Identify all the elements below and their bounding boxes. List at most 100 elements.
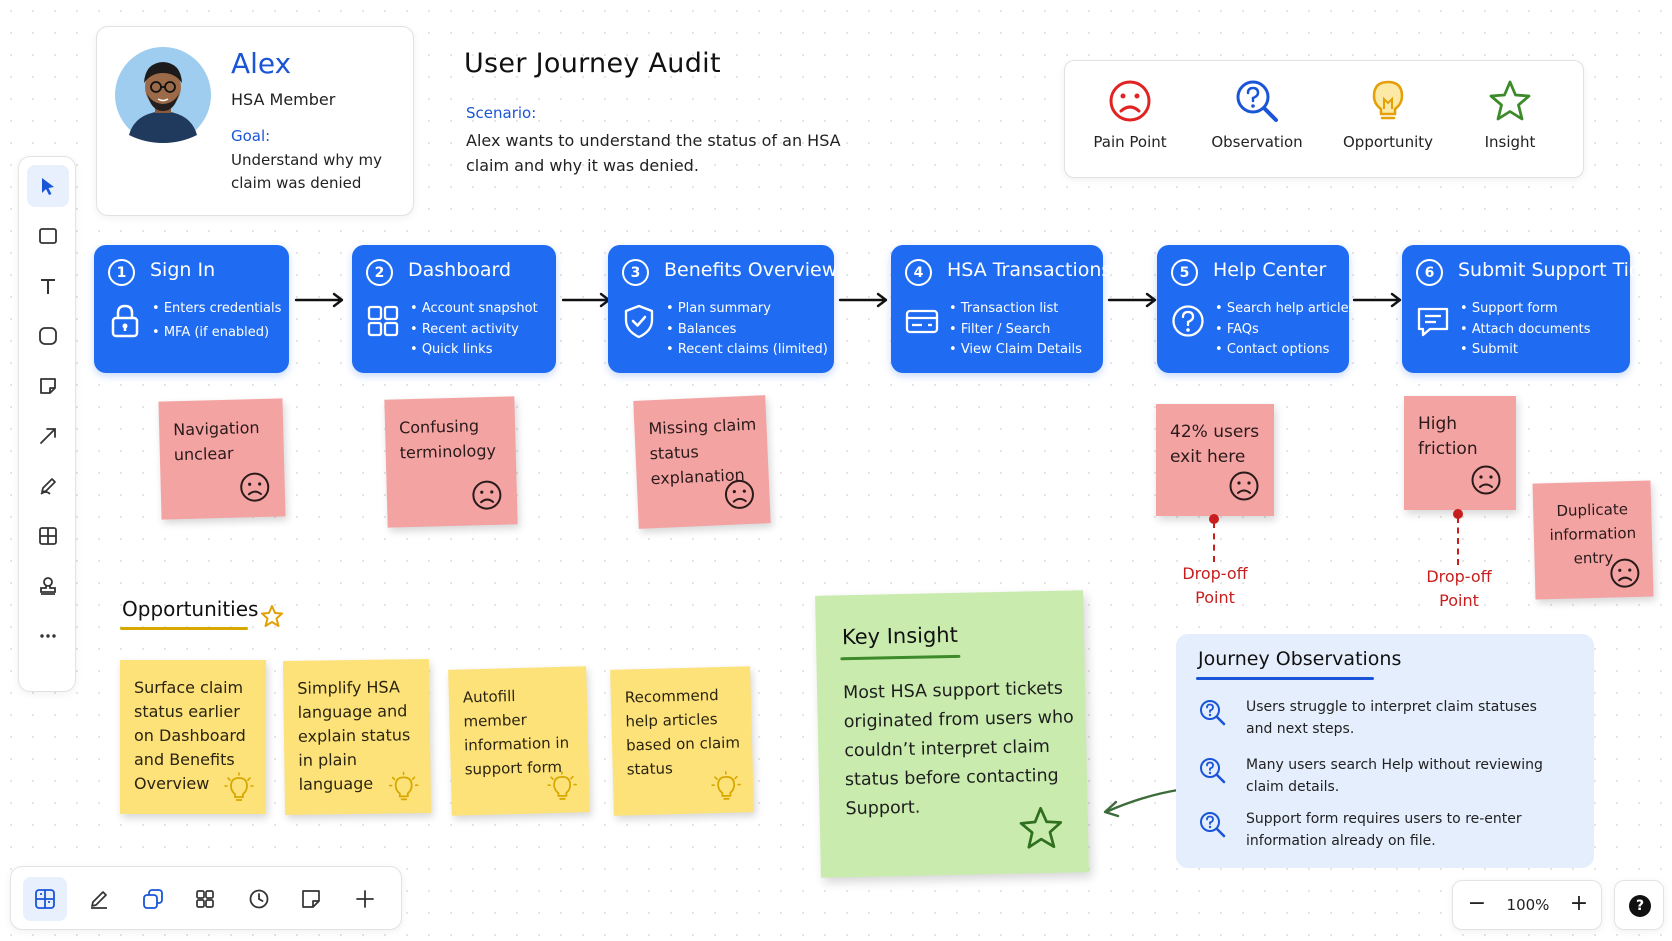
opportunity-text: Recommend help articles based on claim s… (624, 686, 741, 779)
arrow-tool[interactable] (27, 415, 69, 457)
shape-tool[interactable] (27, 315, 69, 357)
pain-point-note[interactable]: 42% users exit here (1156, 404, 1274, 516)
stamp-icon (40, 577, 56, 595)
step-bullet: Recent claims (limited) (666, 340, 828, 361)
sticky-note-tool[interactable] (27, 365, 69, 407)
observation-text: Many users search Help without reviewing… (1246, 757, 1543, 795)
key-insight-note[interactable]: Key Insight Most HSA support tickets ori… (815, 590, 1089, 878)
scenario-text: Alex wants to understand the status of a… (466, 131, 841, 175)
step-title: Benefits Overview (664, 259, 838, 281)
step-bullet: Balances (666, 320, 828, 341)
frames-tool[interactable] (23, 877, 67, 921)
step-submit-support-ticket[interactable]: 6 Submit Support Ticket Support form Att… (1402, 245, 1669, 373)
more-icon (40, 634, 56, 638)
dropoff-label: Drop-off Point (1182, 564, 1248, 607)
step-bullets: Transaction list Filter / Search View Cl… (949, 299, 1082, 361)
magnifier-question-icon (1200, 758, 1226, 784)
observation-text: Users struggle to interpret claim status… (1246, 699, 1537, 737)
zoom-control: − 100% + (1452, 880, 1602, 930)
rectangle-icon (39, 228, 57, 244)
sad-face-icon (1109, 80, 1151, 122)
help-button[interactable]: ? (1614, 880, 1664, 930)
note-icon (302, 890, 320, 908)
step-title: Help Center (1213, 259, 1327, 281)
step-title: Sign In (150, 259, 216, 281)
opportunity-note[interactable]: Simplify HSA language and explain status… (282, 658, 432, 816)
flow-arrow-icon (561, 292, 611, 308)
select-tool[interactable] (27, 165, 69, 207)
clock-icon (249, 889, 269, 909)
persona-goal: Understand why my claim was denied (231, 151, 382, 192)
zoom-level: 100% (1506, 896, 1550, 914)
add-tool[interactable] (343, 877, 387, 921)
opportunity-note[interactable]: Surface claim status earlier on Dashboar… (120, 660, 266, 814)
stamp-tool[interactable] (27, 565, 69, 607)
pain-point-note[interactable]: High friction (1404, 396, 1516, 510)
persona-name: Alex (231, 47, 292, 80)
step-bullets: Account snapshot Recent activity Quick l… (410, 299, 538, 361)
star-icon (261, 605, 283, 627)
pain-point-note[interactable]: Confusing terminology (384, 396, 518, 528)
step-bullet: Transaction list (949, 299, 1082, 320)
step-sign-in[interactable]: 1 Sign In Enters credentials MFA (if ena… (94, 245, 289, 373)
legend-label: Observation (1211, 133, 1303, 151)
step-number: 6 (1416, 259, 1443, 286)
step-bullet: MFA (if enabled) (152, 323, 281, 344)
pain-point-note[interactable]: Duplicate information entry (1532, 480, 1654, 600)
connector-arrow-icon (1103, 788, 1180, 818)
step-hsa-transactions[interactable]: 4 HSA Transactions Transaction list Filt… (891, 245, 1111, 373)
step-dashboard[interactable]: 2 Dashboard Account snapshot Recent acti… (352, 245, 556, 373)
step-benefits-overview[interactable]: 3 Benefits Overview Plan summary Balance… (608, 245, 838, 373)
apps-grid-icon (196, 890, 214, 908)
legend-item-insight: Insight (1455, 79, 1565, 151)
opportunity-note[interactable]: Autofill member information in support f… (448, 666, 590, 816)
table-tool[interactable] (27, 515, 69, 557)
sticky-note-icon (40, 378, 56, 394)
zoom-in-button[interactable]: + (1569, 891, 1589, 916)
step-title: HSA Transactions (947, 259, 1112, 281)
step-number: 1 (108, 259, 135, 286)
step-bullet: Attach documents (1460, 320, 1591, 341)
pain-point-note[interactable]: Navigation unclear (158, 398, 286, 520)
key-insight-underline (840, 654, 961, 661)
journey-observations-panel: Journey Observations Users struggle to i… (1176, 634, 1594, 868)
bottom-toolbar (10, 866, 402, 930)
sad-face-icon (724, 479, 754, 509)
step-bullet: Account snapshot (410, 299, 538, 320)
pen-icon (40, 478, 56, 495)
legend-label: Insight (1484, 133, 1536, 151)
step-bullet: Plan summary (666, 299, 828, 320)
step-title: Submit Support Ticket (1458, 259, 1669, 281)
pain-point-text: High friction (1418, 414, 1478, 459)
more-tool[interactable] (27, 615, 69, 657)
pen-tool[interactable] (27, 465, 69, 507)
lightbulb-icon (547, 771, 577, 800)
step-number: 4 (905, 259, 932, 286)
apps-tool[interactable] (183, 877, 227, 921)
step-bullet: Filter / Search (949, 320, 1082, 341)
persona-goal-label: Goal: (231, 127, 271, 145)
text-icon (41, 279, 55, 294)
pain-point-note[interactable]: Missing claim status explanation (633, 395, 771, 529)
flow-arrow-icon (838, 292, 888, 308)
notes-tool[interactable] (289, 877, 333, 921)
dropoff-marker (1453, 509, 1463, 519)
step-help-center[interactable]: 5 Help Center Search help articles FAQs … (1157, 245, 1355, 373)
rectangle-tool[interactable] (27, 215, 69, 257)
dropoff-label: Drop-off Point (1426, 567, 1492, 610)
step-bullet: Search help articles (1215, 299, 1356, 320)
step-bullet: Enters credentials (152, 299, 282, 320)
persona-card[interactable]: Alex HSA Member Goal: Understand why my … (96, 26, 414, 216)
observation-text: Support form requires users to re-enter … (1246, 811, 1522, 849)
step-bullets: Enters credentials MFA (if enabled) (152, 299, 282, 344)
legend-item-opportunity: Opportunity (1333, 79, 1443, 151)
opportunity-note[interactable]: Recommend help articles based on claim s… (610, 666, 754, 816)
flow-arrow-icon (294, 292, 344, 308)
history-tool[interactable] (237, 877, 281, 921)
zoom-out-button[interactable]: − (1467, 891, 1487, 916)
draw-tool[interactable] (77, 877, 121, 921)
text-tool[interactable] (27, 265, 69, 307)
lightbulb-icon (1372, 80, 1404, 120)
grid-icon (367, 305, 399, 337)
layers-tool[interactable] (131, 877, 175, 921)
